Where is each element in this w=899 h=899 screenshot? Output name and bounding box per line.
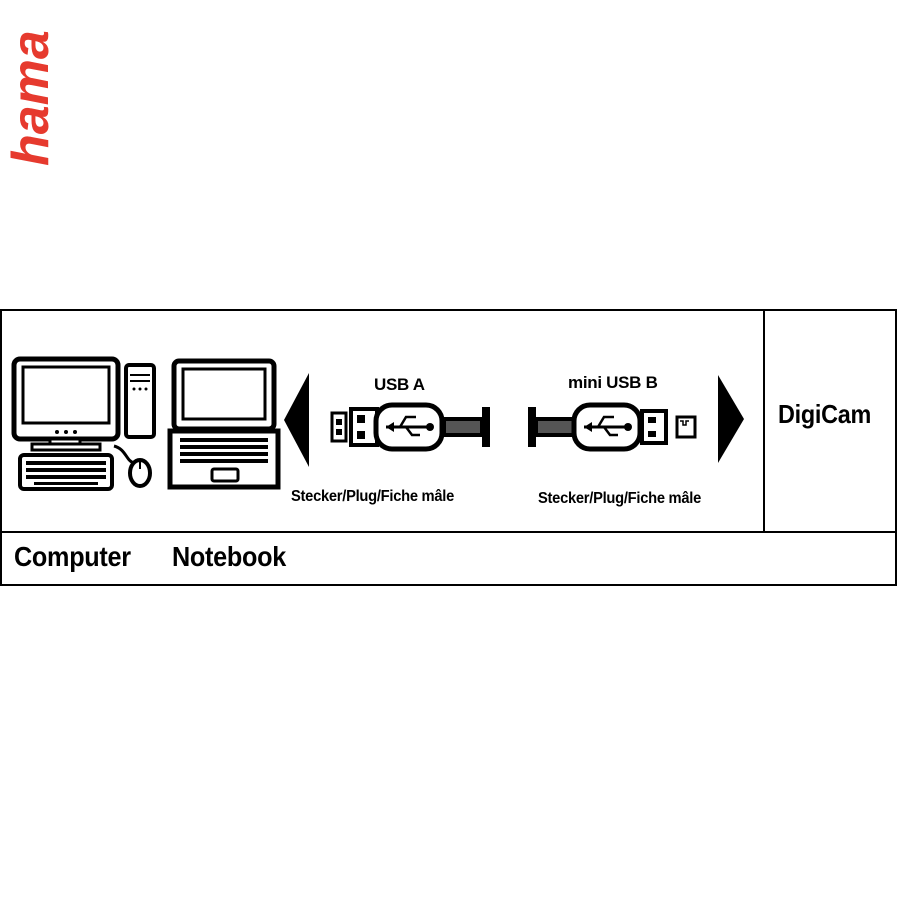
mini-usb-b-label: mini USB B: [568, 373, 658, 392]
mini-usb-b-plug-icon: [528, 402, 697, 452]
computer-caption: Computer: [14, 541, 131, 572]
usb-a-plug-text: Stecker/Plug/Fiche mâle: [291, 488, 455, 505]
hama-logo: hama: [2, 8, 60, 168]
notebook-icon: [167, 358, 281, 490]
target-device-label: DigiCam: [778, 399, 872, 429]
arrow-right-icon: [718, 375, 744, 463]
arrow-left-icon: [284, 373, 309, 467]
svg-text:hama: hama: [4, 30, 56, 166]
connection-diagram-panel: USB A mini USB B Stecker/Plug/Fiche mâle…: [0, 309, 897, 586]
mini-usb-b-plug-text: Stecker/Plug/Fiche mâle: [538, 490, 702, 507]
usb-a-label: USB A: [374, 375, 425, 394]
diagram-artwork: [11, 356, 744, 491]
notebook-caption: Notebook: [172, 541, 287, 572]
caption-divider: [2, 531, 895, 533]
desktop-computer-icon: [11, 356, 156, 491]
usb-a-plug-icon: [330, 402, 490, 452]
device-divider: [763, 311, 765, 531]
